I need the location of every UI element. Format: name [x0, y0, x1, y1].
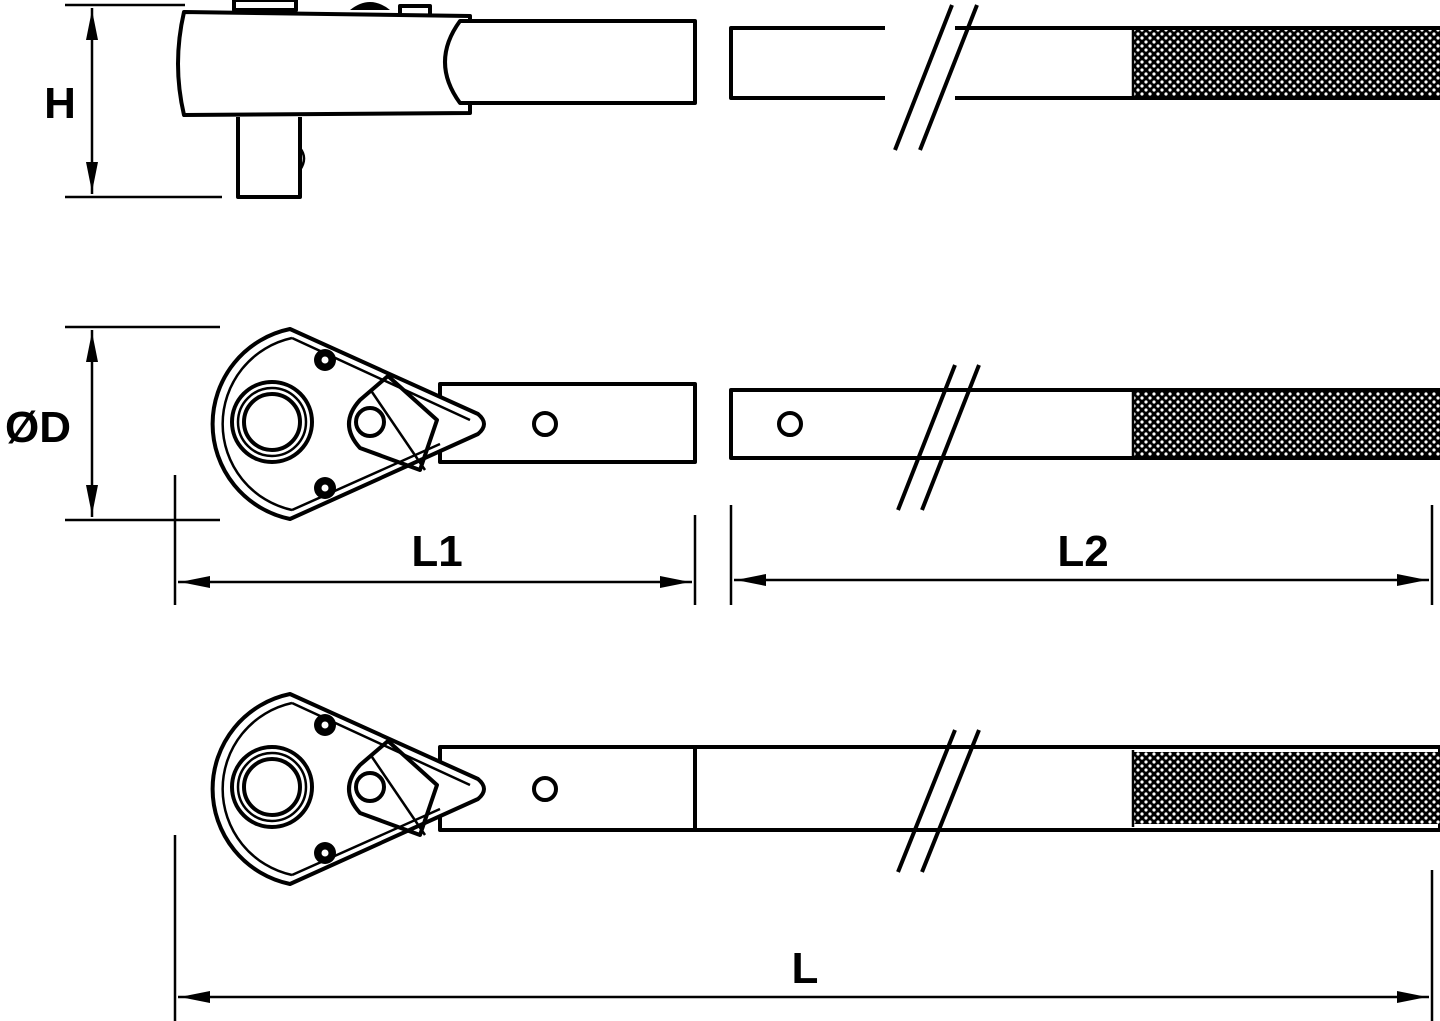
dimension-lines [65, 3, 1434, 1021]
dimension-label-l1: L1 [411, 527, 462, 576]
top-view [210, 327, 1440, 521]
dimension-label-diameter: ØD [5, 403, 71, 452]
dimension-label-height: H [44, 79, 76, 128]
assembled-view [210, 692, 1440, 886]
side-view [176, 0, 1440, 199]
dimension-label-l: L [792, 944, 819, 993]
dimension-label-l2: L2 [1057, 527, 1108, 576]
